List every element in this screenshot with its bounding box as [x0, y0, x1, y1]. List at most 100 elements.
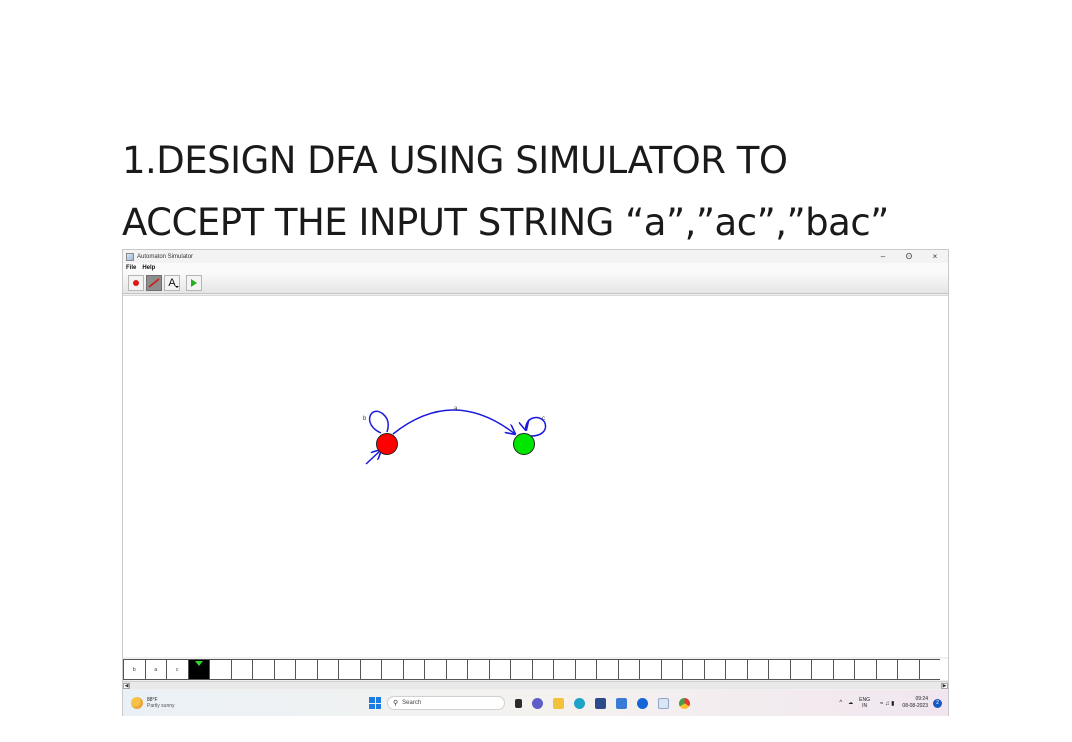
java-app-icon[interactable]	[658, 697, 669, 709]
close-button[interactable]: ×	[932, 252, 938, 261]
search-placeholder: Search	[402, 700, 422, 706]
store-icon[interactable]	[595, 697, 606, 709]
transition-q0-q1[interactable]	[392, 409, 515, 434]
tape-cell[interactable]	[252, 659, 274, 680]
file-explorer-icon[interactable]	[553, 697, 564, 709]
initial-state-arrow	[365, 450, 381, 465]
tape-cell[interactable]	[488, 659, 510, 680]
tape-cell[interactable]	[897, 659, 919, 680]
tape-cell[interactable]	[424, 659, 446, 680]
tape-cell[interactable]	[574, 659, 596, 680]
tape-cell[interactable]	[875, 659, 897, 680]
tape-cell[interactable]	[230, 659, 252, 680]
taskbar-search[interactable]: ⚲ Search	[387, 696, 505, 710]
start-button[interactable]	[369, 697, 381, 709]
tape-cell[interactable]	[209, 659, 231, 680]
clock-time: 09:24	[915, 696, 928, 702]
tape-cell[interactable]: c	[166, 659, 188, 680]
automaton-simulator-window: Automaton Simulator – ʘ × File Help A	[122, 249, 949, 716]
self-loop-q1[interactable]	[526, 416, 547, 437]
search-icon: ⚲	[393, 700, 399, 707]
add-state-tool[interactable]	[128, 275, 144, 291]
tape-cell[interactable]	[832, 659, 854, 680]
tape-cell[interactable]	[639, 659, 661, 680]
tape-cell[interactable]	[316, 659, 338, 680]
clock[interactable]: 09:24 08-08-2023	[902, 696, 928, 710]
tape-cell[interactable]	[682, 659, 704, 680]
menu-bar: File Help	[123, 263, 948, 273]
tape-cell[interactable]	[725, 659, 747, 680]
scroll-left-icon[interactable]: ◀	[123, 683, 130, 689]
tape-cell[interactable]	[510, 659, 532, 680]
add-transition-tool[interactable]	[146, 275, 162, 291]
tape-cell[interactable]	[381, 659, 403, 680]
tape-cell[interactable]	[617, 659, 639, 680]
app-icon	[126, 252, 134, 261]
wifi-volume-battery-icon[interactable]: ≈ ♫ ▮	[879, 700, 895, 707]
tape-cell[interactable]: a	[144, 659, 166, 680]
title-bar[interactable]: Automaton Simulator – ʘ ×	[123, 250, 948, 263]
tape-cell[interactable]	[445, 659, 467, 680]
chrome-icon[interactable]	[679, 697, 690, 709]
chat-icon[interactable]	[532, 697, 543, 709]
play-icon	[191, 279, 197, 287]
tape-cell[interactable]	[789, 659, 811, 680]
tape-cell[interactable]	[746, 659, 768, 680]
menu-help[interactable]: Help	[142, 265, 156, 271]
transition-label-a: a	[454, 406, 458, 412]
tape-cell[interactable]	[703, 659, 725, 680]
edge-browser-icon[interactable]	[574, 697, 585, 709]
weather-widget[interactable]: 88°F Partly sunny	[131, 697, 351, 709]
windows-taskbar: 88°F Partly sunny ⚲ Search ^ ☁	[123, 690, 948, 716]
scroll-right-icon[interactable]: ▶	[941, 683, 948, 689]
system-tray: ^ ☁ ENG IN ≈ ♫ ▮ 09:24 08-08-2023 2	[839, 696, 942, 710]
self-loop-q0[interactable]	[368, 410, 389, 434]
red-dot-icon	[133, 280, 139, 286]
tape-cell[interactable]	[295, 659, 317, 680]
run-button[interactable]	[186, 275, 202, 291]
tape-cell[interactable]: b	[123, 659, 145, 680]
state-diagram: a b c	[363, 406, 547, 465]
tape-cell[interactable]	[273, 659, 295, 680]
weather-temp: 88°F	[147, 697, 158, 703]
tape-cell[interactable]	[467, 659, 489, 680]
chevron-up-icon[interactable]: ^	[839, 700, 843, 706]
horizontal-scrollbar[interactable]: ◀ ▶	[123, 681, 948, 689]
tape-cell[interactable]	[402, 659, 424, 680]
tape-cell[interactable]	[854, 659, 876, 680]
slide-heading: 1.DESIGN DFA USING SIMULATOR TO ACCEPT T…	[122, 130, 1022, 254]
menu-file[interactable]: File	[126, 265, 137, 271]
tape-cell[interactable]	[596, 659, 618, 680]
mail-icon[interactable]	[616, 697, 627, 709]
transition-label-b: b	[363, 416, 367, 422]
tape-cell[interactable]	[338, 659, 360, 680]
window-title: Automaton Simulator	[137, 253, 194, 260]
task-view-icon[interactable]	[515, 698, 522, 708]
tape-cell[interactable]	[553, 659, 575, 680]
language-indicator[interactable]: ENG IN	[859, 697, 870, 709]
cloud-icon[interactable]: ☁	[848, 700, 854, 706]
tape-cell[interactable]	[768, 659, 790, 680]
tape-cell[interactable]	[531, 659, 553, 680]
clock-date: 08-08-2023	[902, 703, 928, 709]
tape-head-cell[interactable]	[187, 659, 209, 680]
tape-cell[interactable]	[660, 659, 682, 680]
state-q1-accepting[interactable]	[513, 433, 535, 455]
tape-cell[interactable]	[918, 659, 940, 680]
maximize-button[interactable]: ʘ	[905, 252, 913, 261]
tape-cell[interactable]	[359, 659, 381, 680]
automaton-canvas[interactable]: a b c	[123, 295, 948, 657]
text-tool-label: A	[168, 277, 180, 289]
toolbar: A	[123, 273, 948, 294]
transition-label-c: c	[542, 416, 545, 422]
help-icon[interactable]	[637, 697, 648, 709]
heading-line-1: 1.DESIGN DFA USING SIMULATOR TO	[122, 139, 788, 182]
notification-badge[interactable]: 2	[933, 698, 942, 708]
minimize-button[interactable]: –	[880, 252, 886, 261]
text-tool[interactable]: A	[164, 275, 180, 291]
partly-sunny-icon	[131, 697, 143, 709]
weather-desc: Partly sunny	[147, 703, 175, 709]
state-q0-initial[interactable]	[376, 433, 398, 455]
tape-cell[interactable]	[811, 659, 833, 680]
